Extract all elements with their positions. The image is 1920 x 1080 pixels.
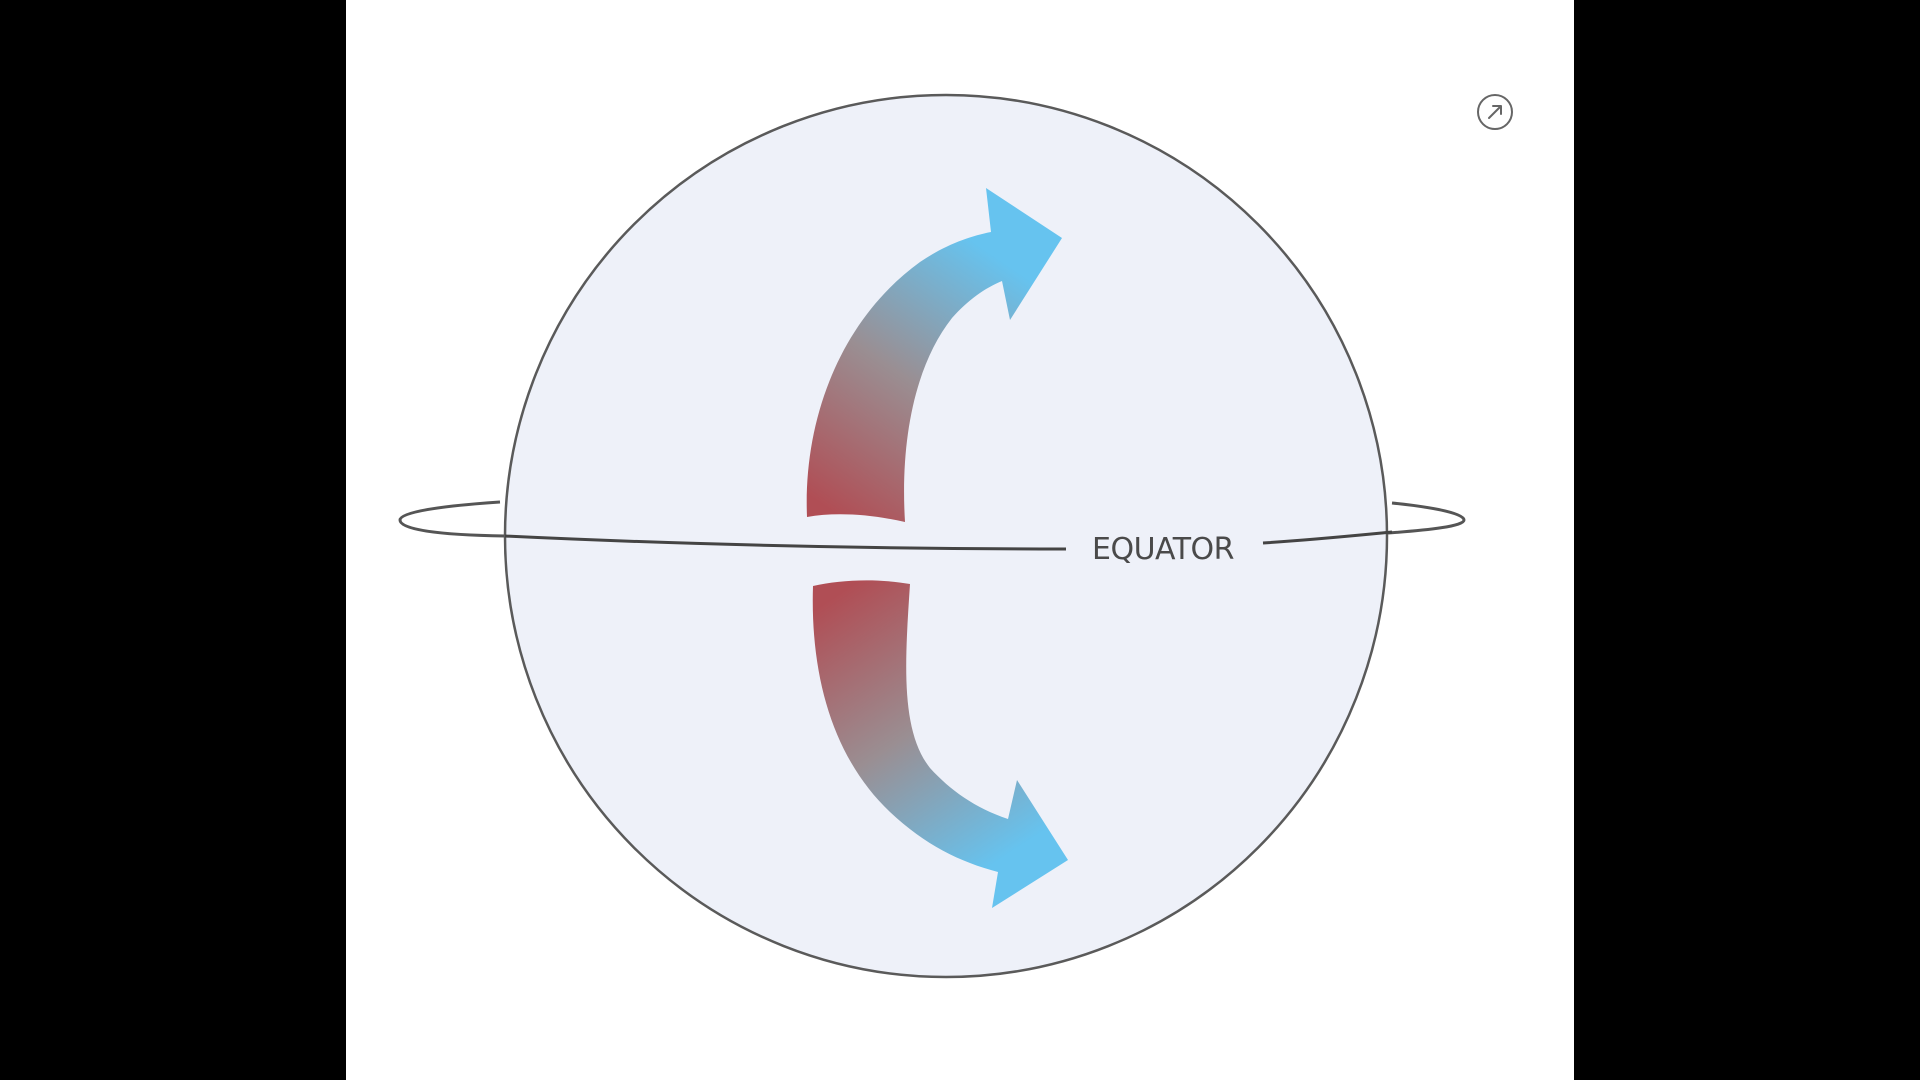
- equator-line-left: [504, 534, 1067, 551]
- equator-ring-back-right: [1387, 501, 1466, 535]
- equator-label: EQUATOR: [1092, 532, 1234, 567]
- northward-arrow-icon: [806, 188, 1062, 522]
- expand-button[interactable]: [1476, 93, 1514, 131]
- arrow-up-right-circle-icon: [1477, 94, 1513, 130]
- southward-arrow-icon: [812, 580, 1068, 908]
- equator-ring-back: [398, 500, 506, 538]
- equator-line-right: [1262, 530, 1393, 545]
